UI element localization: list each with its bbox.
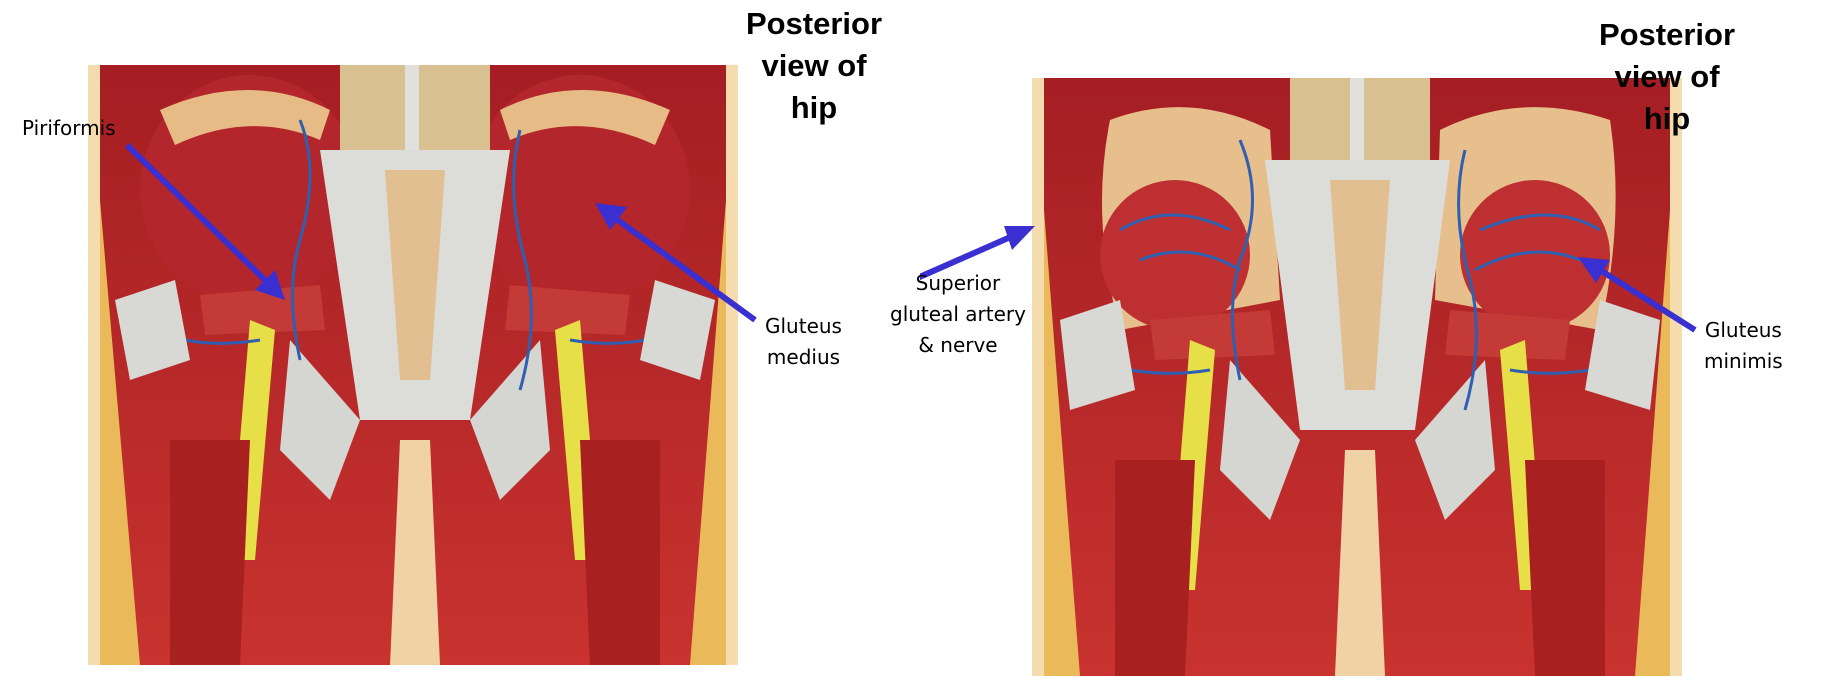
panel-left: Posterior view of hip Piriformis Gluteus…	[22, 3, 904, 665]
label-line: minimis	[1704, 349, 1783, 373]
label-line: Superior	[915, 271, 1001, 295]
label-gluteus-medius: Gluteus medius	[765, 311, 842, 373]
arrow-gluteus-minimis	[1578, 257, 1697, 333]
hip-illustration	[88, 65, 738, 665]
panel-title: Posterior view of hip	[1577, 14, 1757, 140]
anatomy-illustration-left	[88, 65, 757, 665]
label-line: Gluteus	[1704, 318, 1782, 342]
title-line: view of	[1614, 59, 1720, 94]
label-line: Piriformis	[22, 116, 116, 140]
anatomy-illustration-right	[920, 78, 1697, 676]
label-gluteus-minimis: Gluteus minimis	[1704, 315, 1783, 377]
title-line: hip	[790, 90, 838, 125]
panel-right: Posterior view of hip Superior gluteal a…	[890, 0, 1840, 692]
label-line: medius	[766, 345, 841, 369]
arrow-piriformis	[124, 142, 285, 300]
title-line: Posterior	[1598, 17, 1736, 52]
arrow-gluteus-medius	[595, 203, 757, 323]
label-line: & nerve	[918, 333, 998, 357]
title-line: Posterior	[745, 6, 883, 41]
arrow-superior-gluteal	[920, 226, 1035, 281]
hip-illustration	[1032, 78, 1682, 676]
title-line: hip	[1643, 101, 1691, 136]
label-piriformis: Piriformis	[22, 113, 116, 144]
label-line: gluteal artery	[890, 302, 1026, 326]
label-superior-gluteal-artery-nerve: Superior gluteal artery & nerve	[890, 268, 1026, 361]
panel-title: Posterior view of hip	[724, 3, 904, 129]
title-line: view of	[761, 48, 867, 83]
label-line: Gluteus	[765, 314, 842, 338]
